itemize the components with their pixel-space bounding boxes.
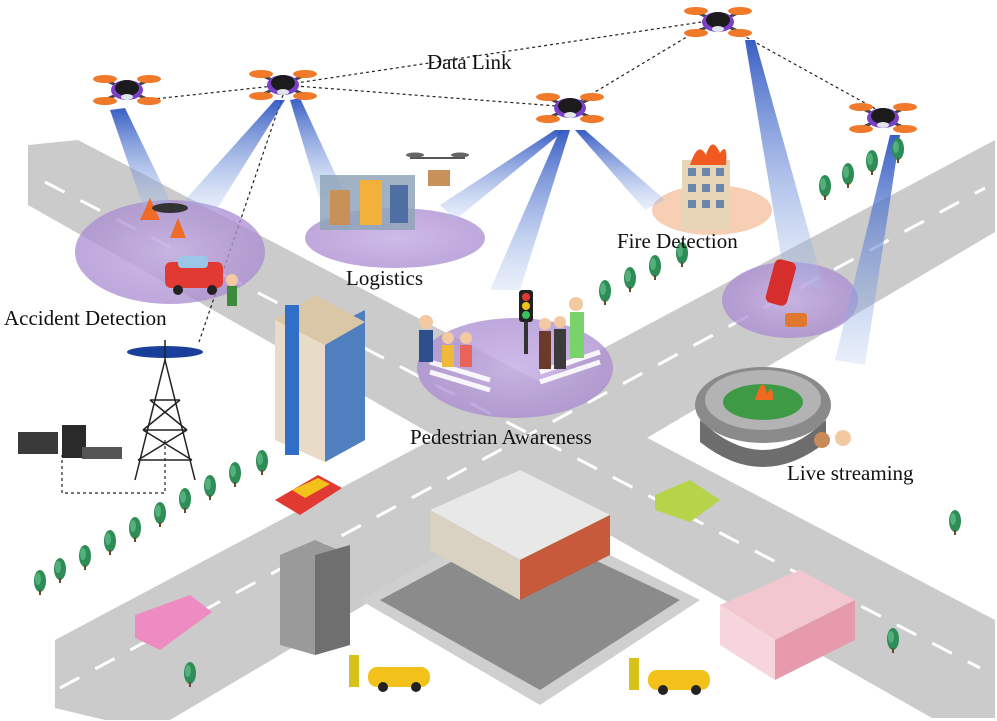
- zone-rollover: [722, 262, 858, 338]
- logistics-scene: [320, 152, 469, 230]
- data-link-label: Data Link: [427, 50, 512, 74]
- tree-icon: [179, 488, 191, 513]
- accident-scene: [140, 198, 238, 306]
- tree-icon: [949, 510, 961, 535]
- tree-icon: [866, 150, 878, 175]
- server-rack-icon: [18, 425, 122, 459]
- logistics-label: Logistics: [346, 266, 423, 290]
- tree-icon: [842, 163, 854, 188]
- pedestrian-awareness-label: Pedestrian Awareness: [410, 425, 592, 449]
- lane-marking-cross: [59, 186, 986, 690]
- antenna-tower-icon: [127, 340, 203, 481]
- traffic-light-icon: [519, 290, 533, 354]
- car-icon: [655, 480, 720, 522]
- vehicles: [135, 475, 720, 695]
- stadium-icon: [695, 367, 851, 467]
- ev-charger-icon: [349, 655, 639, 690]
- drone-icon: [91, 73, 163, 107]
- van-icon: [135, 595, 212, 650]
- car-icon: [368, 667, 430, 692]
- delivery-drone-icon: [406, 152, 469, 186]
- tree-icon: [649, 255, 661, 280]
- tree-icon: [34, 570, 46, 595]
- grey-building: [280, 540, 350, 655]
- fire-icon: [690, 144, 727, 165]
- shop-icon: [720, 570, 855, 680]
- tree-icon: [54, 558, 66, 583]
- tree-icon: [154, 502, 166, 527]
- tree-icon: [256, 450, 268, 475]
- accident-detection-label: Accident Detection: [4, 306, 167, 330]
- supermarket-icon: [360, 470, 700, 705]
- tree-icon: [104, 530, 116, 555]
- tree-icon: [599, 280, 611, 305]
- pedestrian-scene: [419, 290, 601, 393]
- tree-icon: [229, 462, 241, 487]
- uav-beams: [110, 40, 900, 365]
- tree-icon: [624, 267, 636, 292]
- car-icon: [165, 262, 223, 288]
- tree-icon: [204, 475, 216, 500]
- rollover-scene: [765, 259, 807, 327]
- drone-icon: [847, 101, 919, 135]
- drone-icon: [534, 91, 606, 125]
- office-building-left: [275, 295, 365, 462]
- car-icon: [648, 670, 710, 695]
- live-streaming-label: Live streaming: [787, 461, 914, 485]
- tree-icon: [129, 517, 141, 542]
- tree-icon: [819, 175, 831, 200]
- tree-icon: [79, 545, 91, 570]
- fire-detection-label: Fire Detection: [617, 229, 738, 253]
- drone-icon: [682, 5, 754, 39]
- fire-building: [682, 144, 730, 230]
- car-icon: [275, 475, 342, 515]
